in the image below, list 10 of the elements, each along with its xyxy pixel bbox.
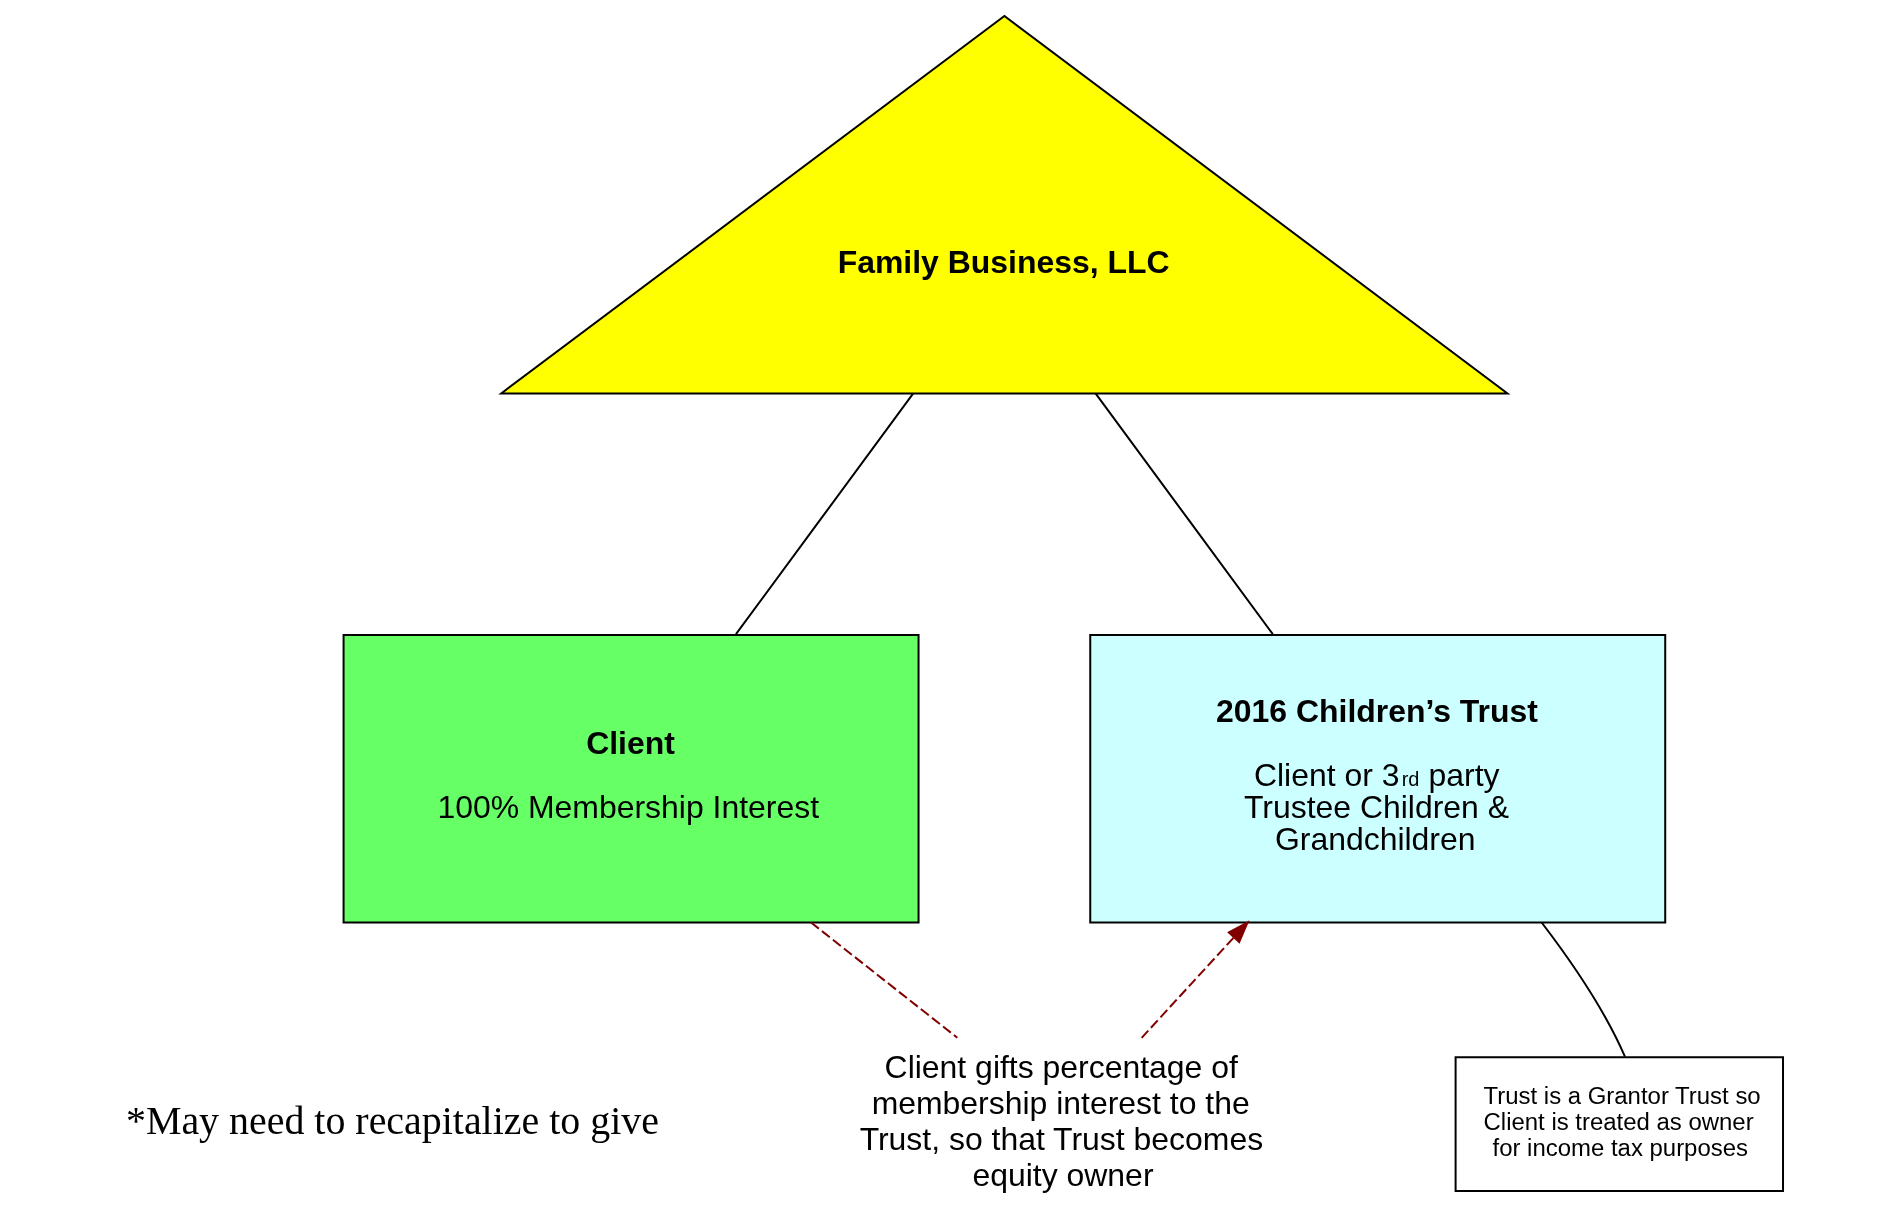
connector bbox=[734, 392, 915, 636]
connector bbox=[1094, 392, 1274, 636]
label: *May need to recapitalize to give bbox=[125, 1098, 659, 1144]
node-box: Client 100% Membership Interest bbox=[342, 633, 920, 924]
node-box: Trust is a Grantor Trust so Client is treated as owner for income tax purposes bbox=[1454, 1056, 1784, 1192]
connector bbox=[1540, 921, 1626, 1058]
arrow bbox=[1140, 920, 1250, 1039]
node-text: Client gifts percentage of membership interest to the Trust, so that Trust becomes equity owner bbox=[859, 1048, 1264, 1193]
connector bbox=[810, 921, 959, 1039]
node-box: 2016 Children’s Trust Client or 3rd party Trustee Children & Grandchildren bbox=[1089, 633, 1667, 924]
